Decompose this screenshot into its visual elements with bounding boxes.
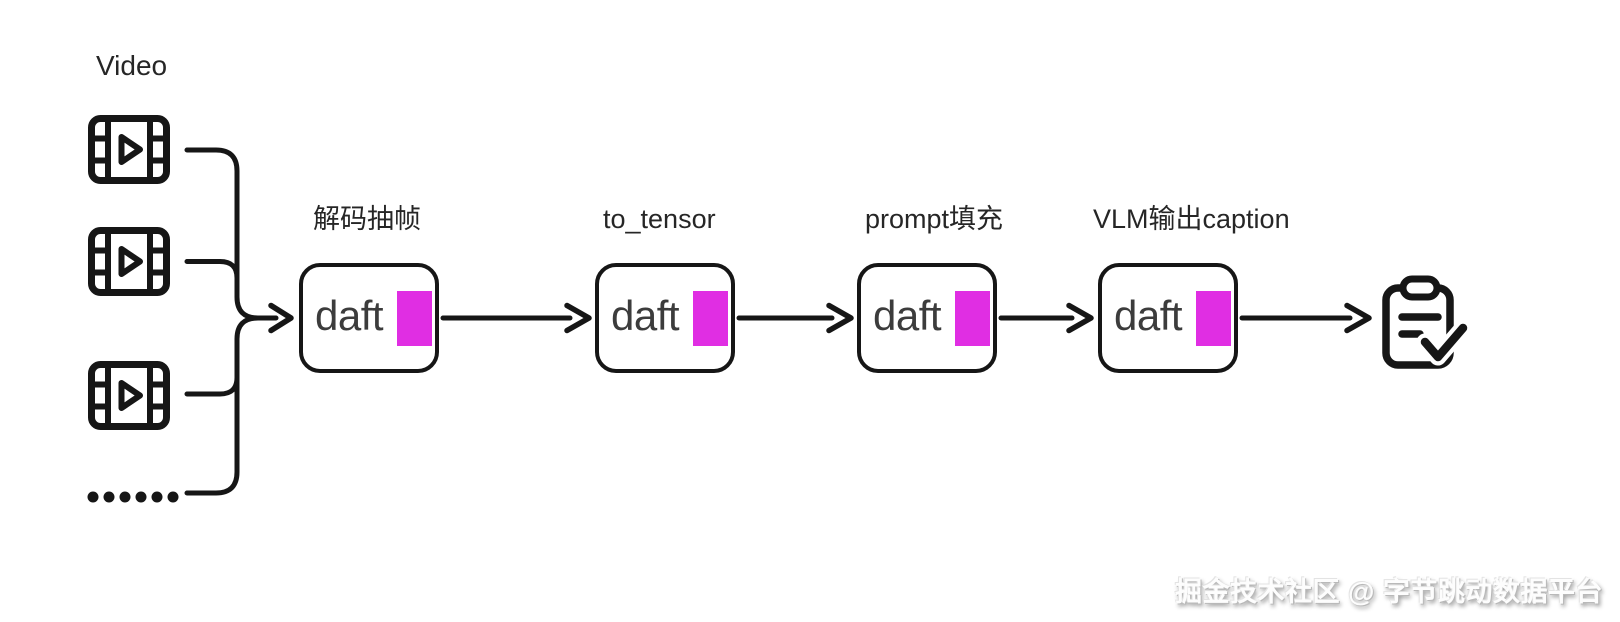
daft-logo-text: daft (1114, 292, 1183, 339)
watermark-text: 掘金技术社区 @ 字节跳动数据平台 (1175, 577, 1603, 607)
daft-logo-text: daft (611, 292, 680, 339)
stage-box-decode-frames: daft (299, 263, 439, 373)
flow-arrow (998, 302, 1094, 334)
stage-label-decode-frames: 解码抽帧 (313, 204, 421, 234)
daft-logo-mark (1196, 290, 1232, 346)
film-video-icon (91, 231, 167, 293)
ellipsis-dots-icon (87, 491, 179, 503)
stage-label-prompt-fill: prompt填充 (865, 204, 1004, 234)
clipboard-check-icon (1382, 275, 1472, 369)
stage-box-prompt-fill: daft (857, 263, 997, 373)
flow-arrow (440, 302, 592, 334)
film-video-icon (91, 119, 167, 181)
stage-box-vlm-caption: daft (1098, 263, 1238, 373)
stage-label-vlm-caption: VLM输出caption (1093, 204, 1290, 234)
daft-logo-mark (693, 290, 729, 346)
stage-label-to-tensor: to_tensor (603, 204, 716, 234)
daft-logo-text: daft (873, 292, 942, 339)
merge-connector (184, 147, 294, 496)
daft-logo-mark (955, 290, 991, 346)
flow-arrow (736, 302, 854, 334)
video-group-label: Video (96, 50, 168, 81)
daft-logo-text: daft (315, 292, 384, 339)
film-video-icon (91, 365, 167, 427)
daft-logo-mark (397, 290, 433, 346)
stage-box-to-tensor: daft (595, 263, 735, 373)
flow-arrow (1239, 302, 1372, 334)
